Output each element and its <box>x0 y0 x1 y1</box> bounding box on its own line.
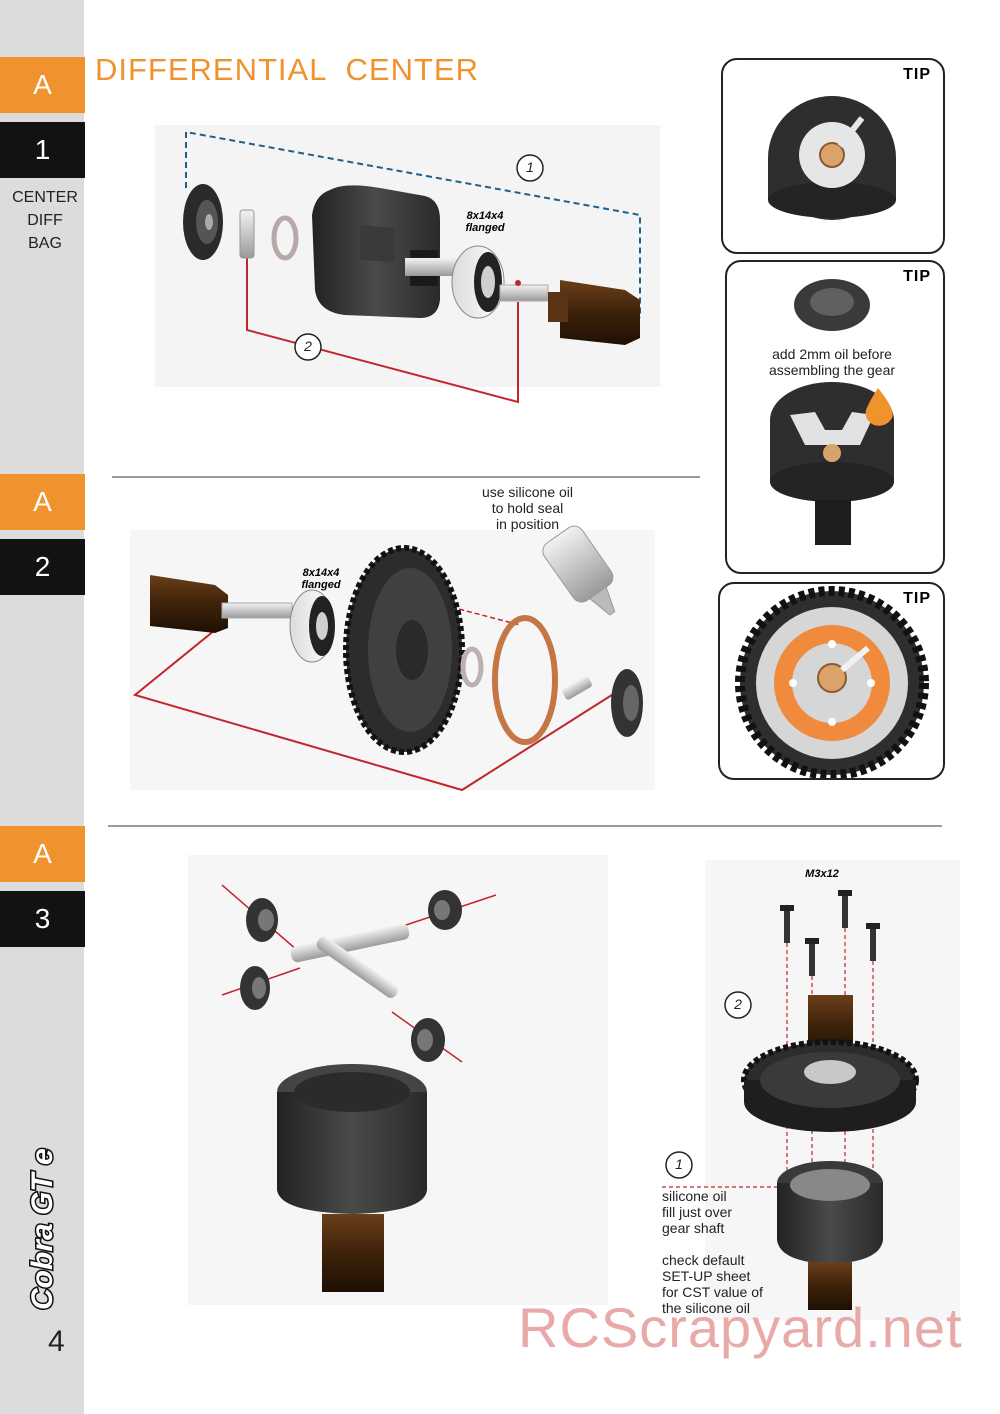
sidebar <box>0 0 84 1414</box>
callout-circle <box>724 991 752 1019</box>
bearing-label: 8x14x4 flanged <box>301 567 341 591</box>
page-number: 4 <box>48 1325 65 1358</box>
callout-number: 2 <box>304 338 312 354</box>
bag-label: CENTER DIFF BAG <box>12 189 78 252</box>
small-bevel-gear <box>240 966 270 1010</box>
divider <box>112 476 700 478</box>
callout-number: 2 <box>734 996 742 1012</box>
tip-box-3: TIP <box>718 582 945 780</box>
small-bevel-gear <box>411 1018 445 1062</box>
callout-circle <box>665 1151 693 1179</box>
step3-left-illustration <box>188 855 608 1305</box>
divider <box>108 825 942 827</box>
small-bevel-gear <box>183 184 223 260</box>
watermark: RCScrapyard.net <box>518 1296 963 1359</box>
oil-fill-note: silicone oil fill just over gear shaft <box>662 1188 733 1236</box>
tip-label: TIP <box>903 66 931 83</box>
small-bevel-gear <box>611 669 643 737</box>
bevel-gear <box>794 279 870 331</box>
tip-box-2: TIP add 2mm oil before assembling the ge… <box>725 260 945 574</box>
setup-note: check default SET-UP sheet for CST value… <box>662 1252 763 1316</box>
tip-box-1: TIP <box>721 58 945 254</box>
callout-number: 1 <box>675 1156 683 1172</box>
small-bevel-gear <box>246 898 278 942</box>
shim-washer <box>460 646 484 688</box>
screw <box>838 890 852 928</box>
diff-case <box>312 185 440 318</box>
screw <box>866 923 880 961</box>
tip3-illustration <box>735 586 929 780</box>
ball-bearing <box>289 589 335 663</box>
callout-number: 1 <box>526 159 534 175</box>
outdrive-cup <box>548 280 640 345</box>
spur-gear <box>741 1039 919 1132</box>
bearing-label: 8x14x4 flanged <box>465 210 505 234</box>
diff-case <box>777 1161 883 1310</box>
screw <box>805 938 819 976</box>
tip-label: TIP <box>903 268 931 285</box>
diff-case <box>277 1064 427 1292</box>
cobra-gt-logo: Cobra GT e <box>25 1147 61 1312</box>
logo-wordmark: Cobra GT e <box>26 1148 59 1310</box>
oil-bottle <box>542 525 616 616</box>
oil-drop-icon <box>865 388 893 426</box>
tip-label: TIP <box>903 590 931 607</box>
tip-note: add 2mm oil before assembling the gear <box>768 346 896 378</box>
ball-bearing <box>451 245 505 319</box>
outdrive-cup <box>150 575 228 633</box>
step-tab-letter-3: A <box>0 826 85 882</box>
step-tab-number-1: 1 <box>0 122 85 178</box>
leader-line <box>246 255 519 404</box>
shim-washer <box>271 215 299 261</box>
callout-circle <box>516 154 544 182</box>
step3-right-illustration <box>662 860 960 1320</box>
step2-illustration <box>130 525 655 792</box>
tip1-illustration <box>768 96 896 220</box>
screw-label: M3x12 <box>805 868 839 880</box>
step-tab-number-2: 2 <box>0 539 85 595</box>
callout-circle <box>294 333 322 361</box>
screw <box>780 905 794 943</box>
oil-note: use silicone oil to hold seal in positio… <box>481 484 574 532</box>
tip2-illustration <box>770 279 894 545</box>
gasket <box>492 615 558 745</box>
step-tab-number-3: 3 <box>0 891 85 947</box>
small-bevel-gear <box>428 890 462 930</box>
page-title: DIFFERENTIAL CENTER <box>95 52 479 87</box>
cross-pin <box>239 209 255 259</box>
step-tab-letter-1: A <box>0 57 85 113</box>
leader-line <box>132 629 616 792</box>
step-tab-letter-2: A <box>0 474 85 530</box>
spur-gear <box>343 545 465 755</box>
step1-illustration <box>155 125 660 404</box>
